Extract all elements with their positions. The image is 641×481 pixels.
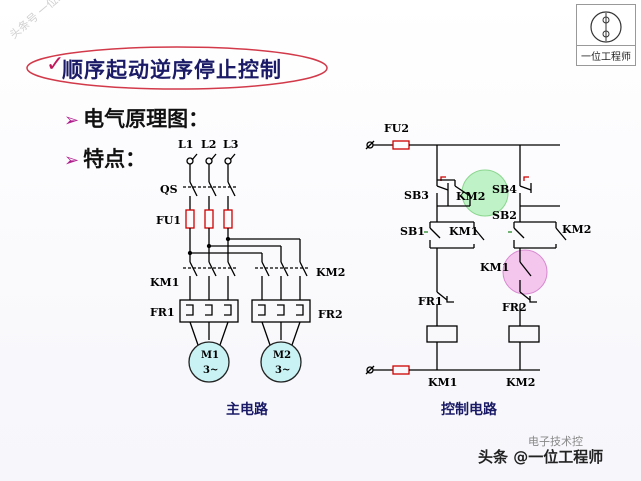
fu2-label: FU2 bbox=[384, 122, 409, 135]
qs-label: QS bbox=[160, 183, 178, 196]
footer-credit: 头条 @一位工程师 bbox=[478, 448, 604, 466]
km2-contact-b-label: KM2 bbox=[562, 223, 591, 236]
phase-l2-label: L2 bbox=[201, 138, 216, 151]
fr2-label: FR2 bbox=[318, 308, 343, 321]
slide-title-box: ✓ 顺序起动逆序停止控制 bbox=[24, 44, 330, 92]
coil-km2-label: KM2 bbox=[506, 376, 535, 389]
sb1-label: SB1 bbox=[400, 225, 425, 238]
control-circuit-caption: 控制电路 bbox=[441, 401, 498, 418]
phase-l1-label: L1 bbox=[178, 138, 193, 151]
bullet-features-label: 特点： bbox=[83, 147, 147, 171]
logo-emblem-icon bbox=[590, 11, 622, 43]
km1-contact-a-label: KM1 bbox=[449, 225, 478, 238]
km2-contact-a-label: KM2 bbox=[456, 190, 485, 203]
bullet-diagram-label: 电气原理图： bbox=[83, 107, 210, 131]
check-icon: ✓ bbox=[46, 52, 65, 77]
sb3-label: SB3 bbox=[404, 189, 429, 202]
fu1-label: FU1 bbox=[156, 214, 181, 227]
sb4-label: SB4 bbox=[492, 183, 517, 196]
motor-m2-sym: 3~ bbox=[275, 365, 290, 376]
phase-l3-label: L3 bbox=[223, 138, 238, 151]
bullet-features: ➢特点： bbox=[64, 143, 146, 173]
bottom-watermark: 电子技术控 bbox=[528, 435, 583, 448]
arrow-bullet-icon: ➢ bbox=[64, 150, 80, 171]
bullet-diagram: ➢电气原理图： bbox=[64, 103, 209, 133]
highlight-green-icon bbox=[461, 169, 509, 217]
motor-m1-icon bbox=[188, 341, 230, 383]
fr1-label: FR1 bbox=[150, 306, 175, 319]
km1-contact-b-label: KM1 bbox=[480, 261, 509, 274]
sb2-label: SB2 bbox=[492, 209, 517, 222]
km1-label: KM1 bbox=[150, 276, 179, 289]
slide-title: 顺序起动逆序停止控制 bbox=[62, 58, 282, 82]
fr1-contact-label: FR1 bbox=[418, 295, 443, 308]
title-ellipse bbox=[26, 46, 328, 90]
motor-m1-sym: 3~ bbox=[203, 365, 218, 376]
motor-m2-icon bbox=[260, 341, 302, 383]
fr2-contact-label: FR2 bbox=[502, 301, 527, 314]
arrow-bullet-icon: ➢ bbox=[64, 110, 80, 131]
km2-label: KM2 bbox=[316, 266, 345, 279]
logo-caption: 一位工程师 bbox=[577, 45, 635, 65]
logo: 一位工程师 bbox=[576, 4, 636, 66]
motor-m2-label: M2 bbox=[273, 350, 291, 361]
motor-m1-label: M1 bbox=[201, 350, 219, 361]
highlight-pink-icon bbox=[502, 249, 548, 295]
coil-km1-label: KM1 bbox=[428, 376, 457, 389]
main-circuit-caption: 主电路 bbox=[226, 401, 269, 418]
